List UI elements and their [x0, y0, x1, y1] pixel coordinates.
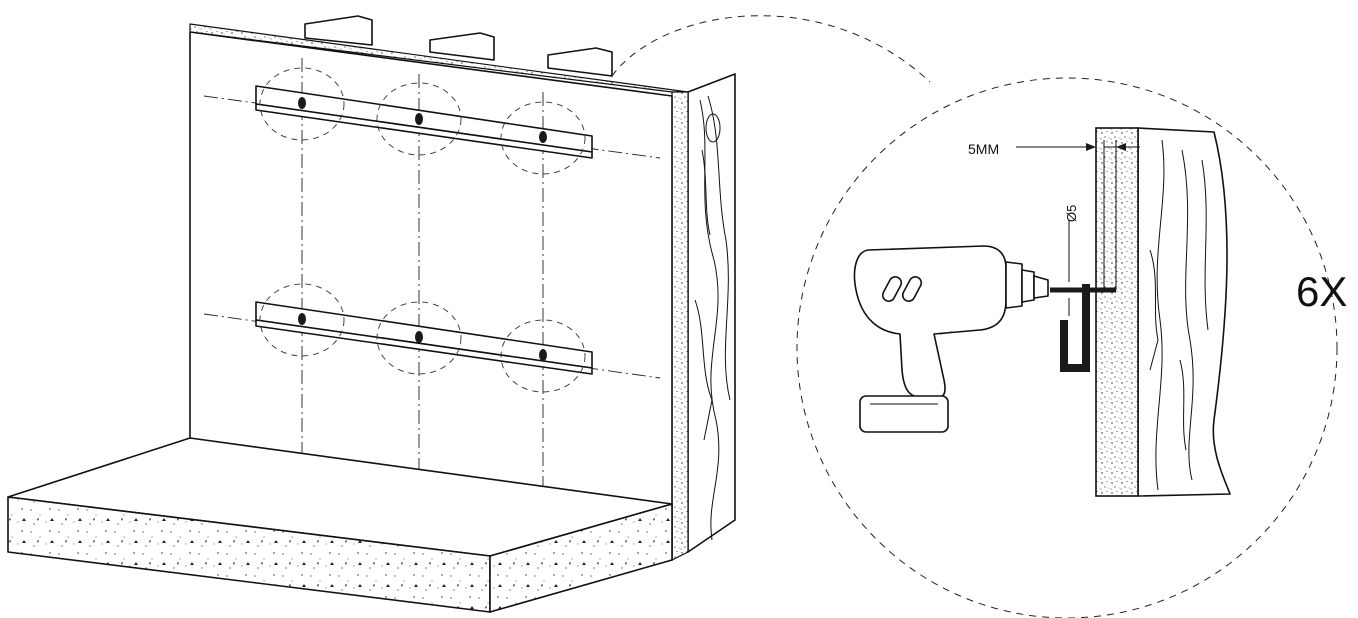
gap-dimension: 5MM [968, 140, 1140, 290]
concrete-floor [7, 437, 673, 613]
detail-callout-arc [611, 15, 931, 83]
drill-diameter-label: Ø5 [1064, 205, 1079, 222]
quantity-label: 6X [1296, 268, 1347, 315]
detail-drywall [1095, 127, 1139, 497]
wall-scene [7, 15, 736, 613]
detail-view: 5MM Ø5 [796, 77, 1338, 618]
upper-rail [203, 67, 661, 175]
wall-panel [189, 23, 689, 561]
cordless-drill-icon [853, 245, 1049, 433]
vertical-center-lines [301, 58, 544, 490]
wall-joists [304, 15, 613, 77]
rail-hook-bracket [1060, 284, 1090, 372]
wood-stud [687, 73, 736, 553]
gap-label: 5MM [968, 141, 999, 157]
detail-wood-stud [1137, 127, 1231, 497]
lower-rail [203, 283, 661, 393]
drill-diameter-dimension: Ø5 [1064, 205, 1079, 316]
